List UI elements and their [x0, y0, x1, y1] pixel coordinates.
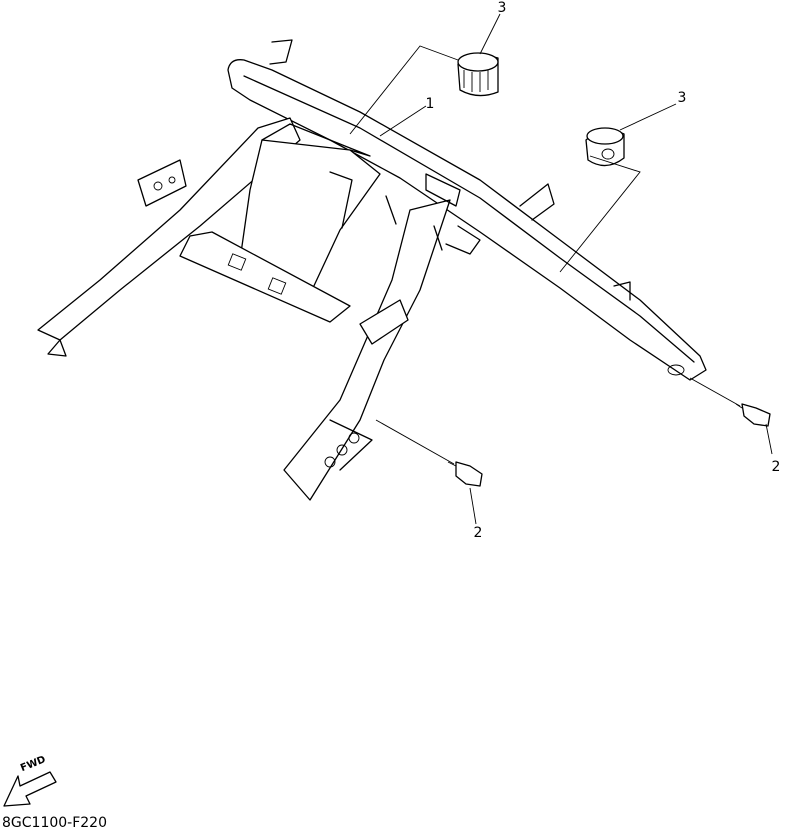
callout-bolt-center: 2	[473, 525, 483, 541]
bolt-right	[735, 403, 771, 427]
diagram-code: 8GC1100-F220	[2, 815, 107, 831]
callout-cap-top: 3	[497, 0, 507, 16]
callout-bolt-right: 2	[771, 459, 781, 475]
cap-top	[457, 52, 499, 97]
bolt-center	[447, 461, 483, 487]
callout-cap-right: 3	[677, 90, 687, 106]
fwd-arrow-icon	[3, 771, 57, 807]
main-frame	[37, 39, 707, 501]
leader-lines	[349, 13, 773, 525]
cap-right	[585, 127, 625, 167]
callout-frame: 1	[425, 96, 435, 112]
